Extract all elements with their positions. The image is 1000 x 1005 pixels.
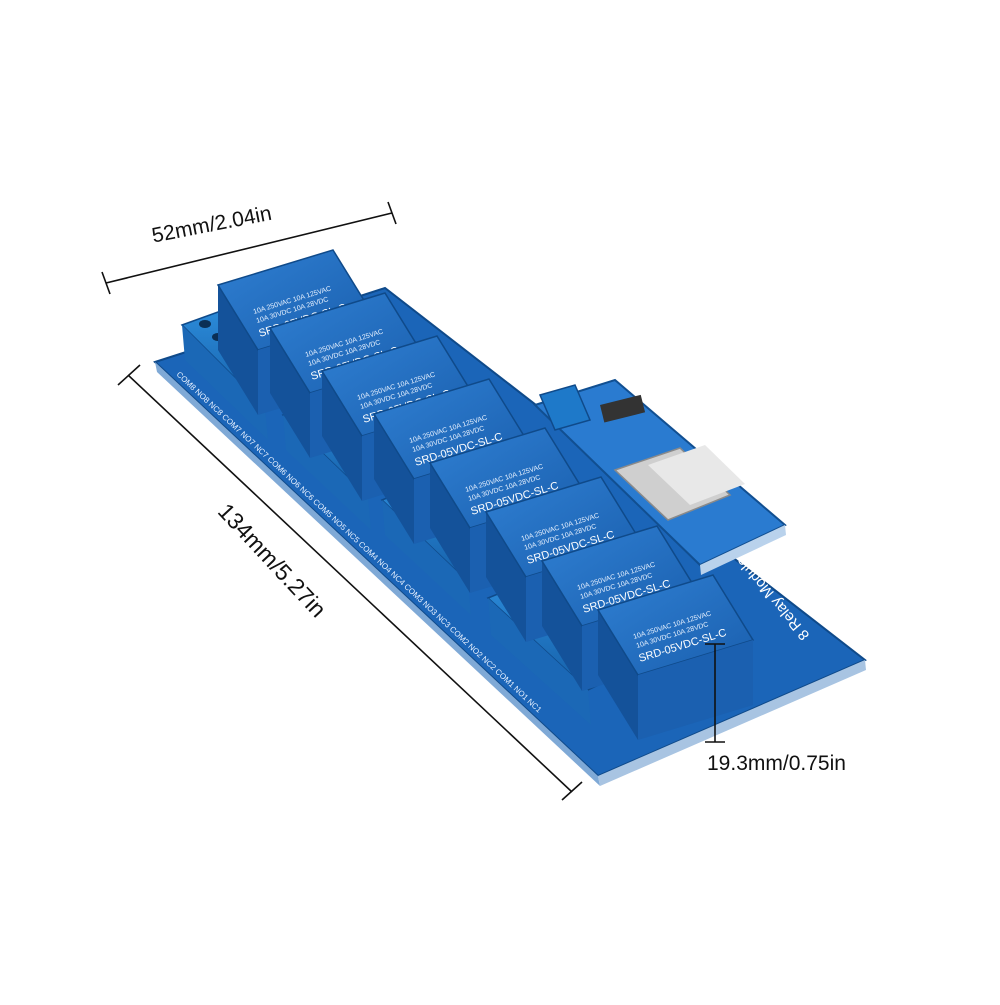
dimension-lines [101,201,725,801]
length-dimension-line [127,374,573,793]
wifi-module-board [533,378,787,575]
width-dimension-line [105,212,393,284]
height-label: 19.3mm/0.75in [707,752,846,775]
